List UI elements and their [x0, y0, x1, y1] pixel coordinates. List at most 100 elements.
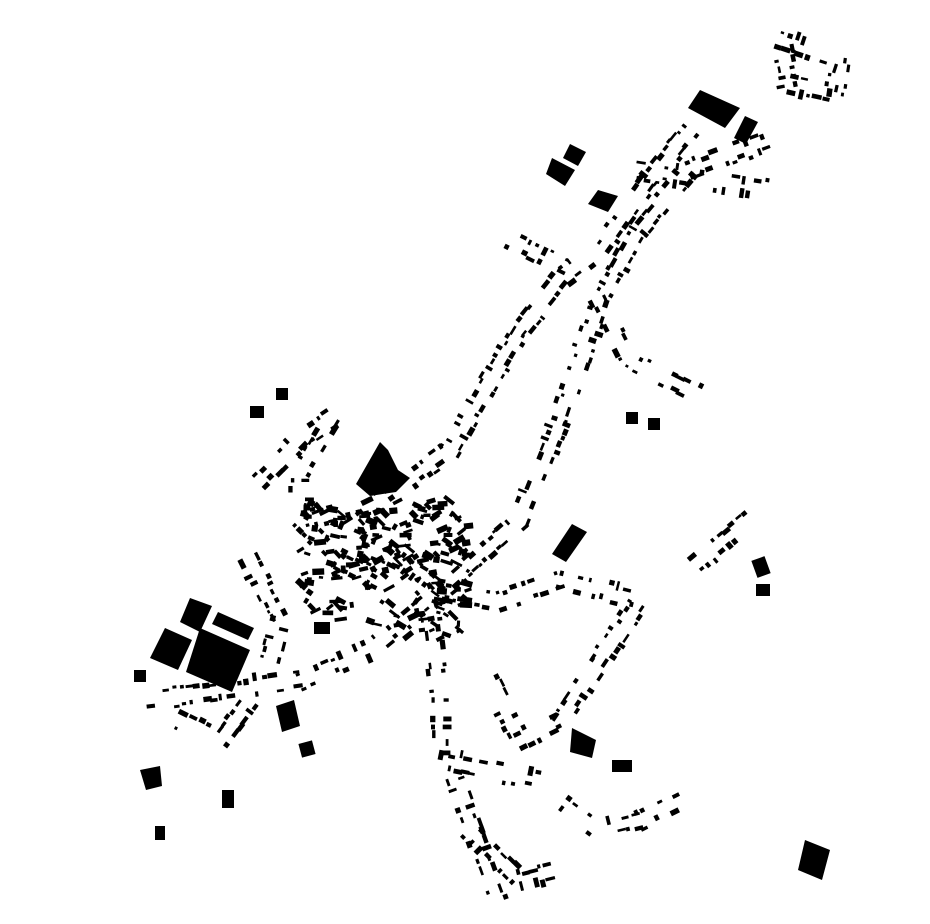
building: [789, 65, 795, 70]
building: [731, 139, 740, 146]
building: [335, 650, 344, 661]
building: [237, 680, 242, 686]
building: [662, 144, 669, 152]
building: [572, 801, 579, 808]
building: [305, 471, 312, 478]
building: [447, 754, 456, 760]
building: [524, 518, 531, 528]
building: [453, 768, 463, 776]
building: [478, 866, 484, 876]
building: [560, 698, 568, 707]
building-large: [250, 406, 264, 418]
building: [384, 597, 397, 609]
building: [445, 583, 452, 589]
building: [426, 470, 434, 478]
building: [319, 408, 329, 416]
building-large: [588, 190, 618, 212]
building: [462, 547, 469, 554]
building: [315, 434, 324, 442]
building: [684, 178, 694, 189]
building: [309, 506, 316, 512]
building: [224, 680, 234, 686]
building: [481, 834, 489, 844]
building: [578, 692, 589, 701]
building: [731, 173, 741, 179]
building: [251, 471, 258, 478]
building: [712, 557, 719, 564]
building: [512, 730, 522, 738]
building: [434, 458, 446, 469]
building: [616, 609, 624, 617]
building: [304, 578, 315, 587]
building: [467, 571, 474, 578]
building: [314, 503, 320, 509]
building: [677, 146, 686, 156]
building: [420, 581, 428, 588]
building: [609, 599, 618, 607]
building: [231, 727, 241, 738]
building: [511, 711, 519, 719]
building: [205, 721, 212, 728]
building: [527, 765, 535, 777]
building: [303, 551, 311, 557]
building: [192, 683, 200, 689]
building: [596, 239, 603, 245]
building: [423, 513, 431, 518]
building: [497, 883, 504, 894]
building: [162, 688, 170, 693]
building: [435, 634, 445, 643]
building: [243, 573, 254, 582]
building: [616, 271, 624, 278]
building-large: [140, 766, 162, 790]
building: [612, 247, 621, 257]
building: [516, 601, 522, 607]
building: [563, 419, 568, 425]
building: [748, 133, 759, 140]
building: [305, 523, 310, 528]
building: [357, 517, 366, 527]
building: [536, 864, 541, 869]
building: [398, 520, 409, 527]
building: [388, 609, 401, 619]
building: [588, 262, 597, 271]
building: [442, 662, 447, 667]
building: [621, 815, 629, 821]
building: [532, 592, 539, 599]
building: [506, 855, 516, 864]
building: [560, 393, 565, 398]
building: [519, 234, 528, 241]
building: [740, 510, 748, 518]
building: [572, 588, 582, 596]
building: [478, 370, 485, 379]
building: [712, 187, 717, 194]
building: [370, 534, 383, 543]
building: [572, 677, 579, 684]
building: [290, 478, 295, 483]
building: [638, 356, 644, 363]
building: [776, 84, 785, 90]
building: [566, 277, 578, 288]
building: [356, 550, 364, 558]
building: [443, 494, 456, 506]
building: [358, 528, 368, 536]
building: [459, 601, 473, 609]
building: [173, 704, 180, 709]
building: [636, 175, 642, 181]
building: [326, 505, 339, 514]
building: [334, 569, 342, 575]
building: [349, 601, 355, 609]
building: [765, 177, 770, 183]
building: [698, 565, 705, 572]
building: [402, 565, 414, 575]
building: [761, 144, 771, 151]
building: [356, 545, 362, 550]
building: [382, 584, 395, 593]
building: [645, 165, 653, 173]
building: [435, 580, 446, 592]
building: [456, 620, 461, 627]
building: [325, 603, 334, 611]
building: [301, 446, 308, 452]
building: [707, 147, 719, 156]
building: [402, 630, 415, 642]
